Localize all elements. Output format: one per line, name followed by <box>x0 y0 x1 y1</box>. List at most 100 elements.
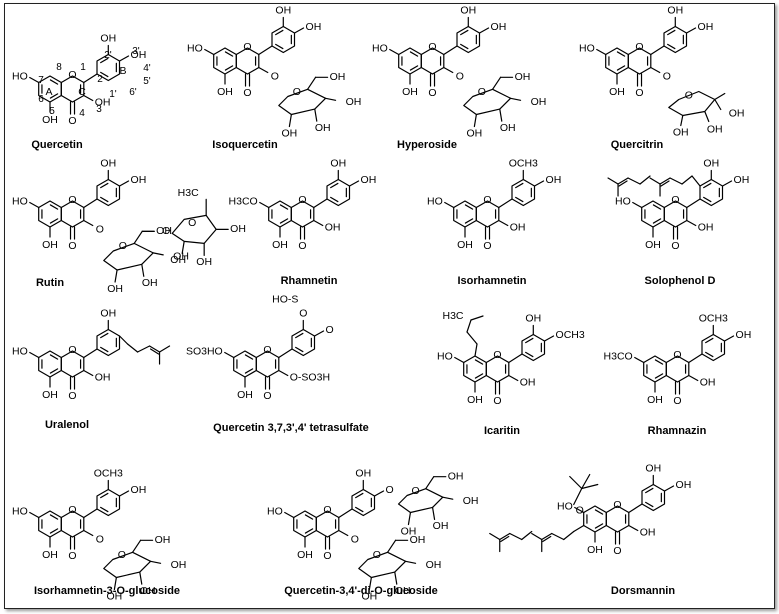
substituent-4-prime: O <box>326 324 334 336</box>
glycosidic-oxygen: O <box>456 70 464 82</box>
bond <box>409 51 419 57</box>
position-3: 3 <box>96 104 102 115</box>
substituent-7: HO <box>579 42 595 54</box>
bond <box>158 345 171 353</box>
label-hyperoside: Hyperoside <box>397 139 457 151</box>
bond <box>443 66 454 74</box>
position-4: 4 <box>79 108 85 119</box>
linker-oxygen: O <box>162 225 170 237</box>
bond <box>244 368 254 374</box>
bond <box>659 177 671 185</box>
bond <box>355 506 364 513</box>
substituent-4-prime: OCH3 <box>556 329 585 341</box>
bond <box>521 530 533 541</box>
substituent-3: OH <box>510 221 526 233</box>
substituent-7: HO <box>12 345 28 357</box>
sugar-hydroxyl: OH <box>282 127 298 139</box>
bond <box>113 576 117 591</box>
sugar-hydroxyl: OH <box>673 126 689 138</box>
bond <box>29 76 40 84</box>
bond <box>100 182 109 189</box>
bond <box>224 351 235 359</box>
ring-label-c: C <box>78 86 86 98</box>
substituent-3-prime: OH <box>460 4 476 16</box>
sugar-oxygen: O <box>373 549 381 561</box>
bond <box>149 560 162 564</box>
carbonyl-oxygen: O <box>493 395 501 407</box>
bond <box>515 182 524 189</box>
bond <box>627 177 641 185</box>
substituent-3-prime: OCH3 <box>94 467 123 479</box>
bond <box>293 27 305 34</box>
bond <box>244 354 254 360</box>
position-1-prime: 1' <box>109 89 117 100</box>
bond <box>533 180 545 187</box>
bond <box>691 175 701 187</box>
bond <box>409 65 419 71</box>
substituent-7: HO <box>12 505 28 517</box>
hydroxyl-5: OH <box>647 394 663 406</box>
bond <box>594 509 604 515</box>
bond <box>515 196 524 203</box>
bond <box>49 218 59 224</box>
sugar-hydroxyl: OH <box>330 71 346 83</box>
sugar-hydroxyl: OH <box>433 520 449 532</box>
label-solophenol-d: Solophenol D <box>645 275 716 287</box>
bond <box>313 219 324 227</box>
position-1: 1 <box>80 62 86 73</box>
bond <box>100 71 109 78</box>
bond <box>573 487 583 506</box>
label-quercetin-3-4-di-o-glucoside: Quercetin-3,4'-di-O-glucoside <box>284 585 438 597</box>
bond <box>126 343 139 353</box>
bond <box>460 43 469 50</box>
bond <box>466 331 478 345</box>
sugar-hydroxyl: OH <box>531 96 547 108</box>
bond <box>103 551 152 579</box>
ring-oxygen: O <box>635 41 643 53</box>
sugar-hydroxyl: OH <box>196 256 212 268</box>
bond <box>181 240 185 254</box>
bond <box>721 180 733 187</box>
bond <box>314 108 318 122</box>
sulfate-group: HO-S <box>272 293 298 305</box>
substituent-4-prime: OH <box>698 21 714 33</box>
bond <box>131 539 142 553</box>
substituent-3-prime: OH <box>275 4 291 16</box>
bond <box>425 476 435 490</box>
bond <box>224 65 234 71</box>
bond <box>49 514 59 520</box>
bond <box>83 369 94 377</box>
bond <box>489 532 501 541</box>
bond <box>100 196 109 203</box>
bond <box>279 218 289 224</box>
sugar-hydroxyl: OH <box>395 585 411 597</box>
hydroxyl-5: OH <box>609 86 625 98</box>
substituent-7: HO <box>267 505 283 517</box>
substituent-7: HO <box>12 70 28 82</box>
label-quercetin-tetrasulfate: Quercetin 3,7,3',4' tetrasulfate <box>213 422 369 434</box>
substituent-4-prime: OH <box>734 174 750 186</box>
bond <box>525 337 534 344</box>
bond <box>500 535 510 543</box>
bond <box>581 473 591 490</box>
bond <box>431 506 436 521</box>
bond <box>118 490 130 497</box>
substituent-4-prime: OH <box>306 21 322 33</box>
bond <box>29 511 40 519</box>
ring-oxygen: O <box>263 344 271 356</box>
bond <box>649 177 661 185</box>
position-6: 6 <box>38 94 44 105</box>
bond <box>531 532 543 541</box>
label-isoquercetin: Isoquercetin <box>212 139 278 151</box>
bond <box>654 359 664 365</box>
bond <box>509 97 522 101</box>
substituent-3-prime: OH <box>667 4 683 16</box>
bond <box>100 57 109 64</box>
bond <box>703 182 712 189</box>
bond <box>573 524 585 533</box>
sugar-hydroxyl: OH <box>156 225 172 237</box>
